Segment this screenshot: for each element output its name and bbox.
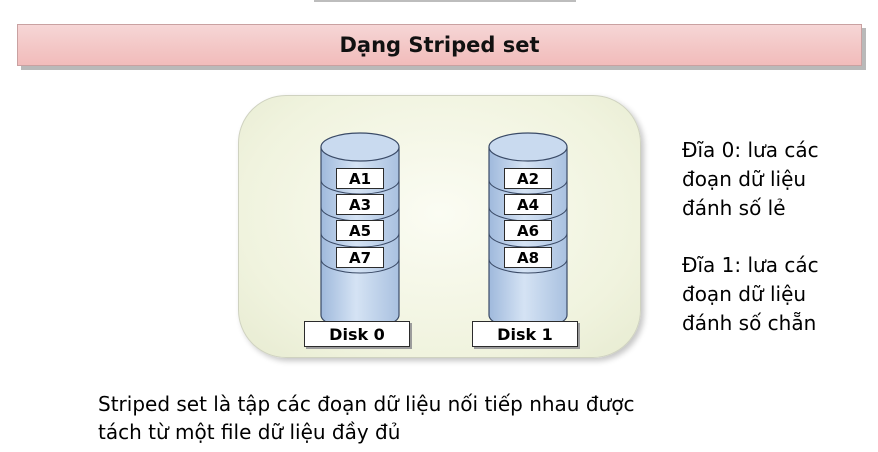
segment-a8: A8 <box>504 247 552 268</box>
disk-0: A1 A3 A5 A7 <box>320 131 400 331</box>
segment-a2: A2 <box>504 168 552 189</box>
disk-0-label: Disk 0 <box>304 321 410 347</box>
page-title: Dạng Striped set <box>339 33 540 57</box>
caption: Striped set là tập các đoạn dữ liệu nối … <box>98 390 858 446</box>
top-divider-line <box>314 0 576 2</box>
note-disk-1-line-2: đoạn dữ liệu <box>682 282 807 306</box>
disk-1-label: Disk 1 <box>472 321 578 347</box>
note-disk-0: Đĩa 0: lưa các đoạn dữ liệu đánh số lẻ <box>682 136 872 223</box>
note-disk-0-line-1: Đĩa 0: lưa các <box>682 138 819 162</box>
segment-a3: A3 <box>336 194 384 215</box>
note-disk-1-line-1: Đĩa 1: lưa các <box>682 253 819 277</box>
note-disk-1-line-3: đánh số chẵn <box>682 311 817 335</box>
segment-a7: A7 <box>336 247 384 268</box>
note-disk-1: Đĩa 1: lưa các đoạn dữ liệu đánh số chẵn <box>682 251 872 338</box>
note-disk-0-line-2: đoạn dữ liệu <box>682 167 807 191</box>
diagram-panel <box>238 95 641 358</box>
segment-a4: A4 <box>504 194 552 215</box>
disk-1: A2 A4 A6 A8 <box>488 131 568 331</box>
note-disk-0-line-3: đánh số lẻ <box>682 196 786 220</box>
segment-a6: A6 <box>504 220 552 241</box>
title-banner: Dạng Striped set <box>17 24 862 66</box>
caption-line-1: Striped set là tập các đoạn dữ liệu nối … <box>98 392 635 416</box>
segment-a1: A1 <box>336 168 384 189</box>
segment-a5: A5 <box>336 220 384 241</box>
caption-line-2: tách từ một file dữ liệu đầy đủ <box>98 420 401 444</box>
